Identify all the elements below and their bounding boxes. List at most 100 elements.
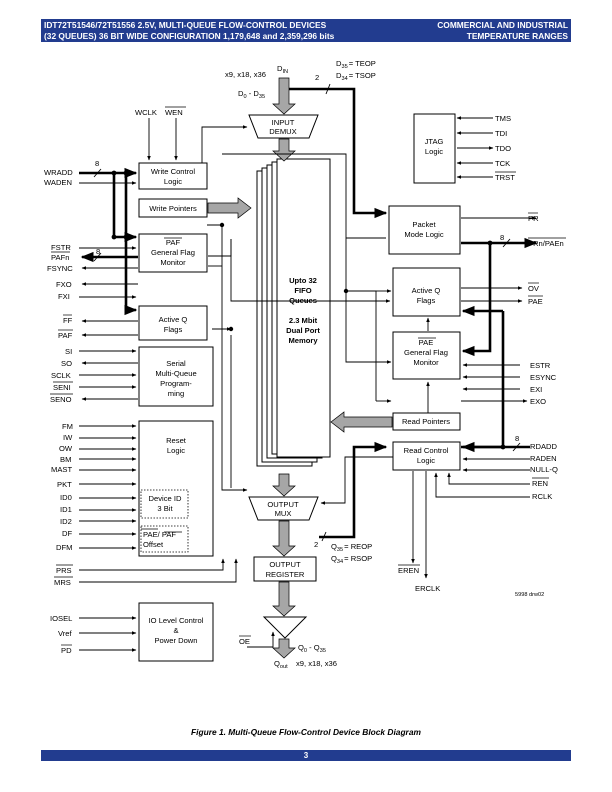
write-pointers-block: [138, 198, 208, 218]
fifo-memory-block: [276, 158, 331, 458]
output-register-label-2: REGISTER: [266, 570, 305, 579]
general-flag-monitor-left-block: [138, 233, 208, 273]
offset-label-1: PAE/ PAF: [143, 530, 176, 539]
jtag-logic-block: [413, 113, 456, 184]
fstr-label: FSTR: [51, 243, 71, 252]
header-bar: IDT72T51546/72T51556 2.5V, MULTI-QUEUE F…: [41, 19, 571, 42]
wen-label: WEN: [165, 108, 183, 117]
exo-label: EXO: [530, 397, 546, 406]
write-control-label-2: Logic: [164, 177, 182, 186]
sclk-label: SCLK: [51, 371, 71, 380]
read-pointer-bus-arrow: [330, 411, 393, 433]
header-line-1: IDT72T51546/72T51556 2.5V, MULTI-QUEUE F…: [44, 20, 327, 30]
tdo-label: TDO: [495, 144, 511, 153]
wradd-activeq-bus: [124, 173, 138, 316]
bm-label: BM: [60, 455, 71, 464]
qrange-label: Q0 - Q35: [298, 643, 326, 654]
din-widths-label: x9, x18, x36: [225, 70, 266, 79]
id1-label: ID1: [60, 505, 72, 514]
reop-bus: [319, 441, 388, 539]
active-q-flags-right-block: [392, 267, 461, 317]
figure-ref: 5998 drw02: [515, 592, 544, 598]
seno-label: SENO: [50, 395, 72, 404]
pafn-label: PAFn: [51, 253, 69, 262]
mux-out-bus-arrow: [272, 520, 296, 557]
wclk-label: WCLK: [135, 108, 157, 117]
mast-label: MAST: [51, 465, 72, 474]
fifo-label-3: Queues: [289, 296, 317, 305]
header-title: IDT72T51546/72T51556 2.5V, MULTI-QUEUE F…: [44, 20, 334, 42]
eight-left-label: 8: [95, 159, 99, 168]
active-q-right-label-1: Active Q: [412, 286, 441, 295]
serial-programming-block: [138, 346, 214, 407]
pkt-label: PKT: [57, 480, 72, 489]
device-id-label-1: Device ID: [149, 494, 182, 503]
serial-label-4: ming: [168, 389, 184, 398]
read-control-label-1: Read Control: [404, 446, 449, 455]
reset-label-1: Reset: [166, 436, 187, 445]
read-control-label-2: Logic: [417, 456, 435, 465]
din-label: DIN: [277, 64, 288, 75]
eren-label: EREN: [398, 566, 419, 575]
header-range-line-1: COMMERCIAL AND INDUSTRIAL: [437, 20, 568, 30]
gfm-right-label-3: Monitor: [413, 358, 439, 367]
qout-bus-arrow: [272, 638, 296, 659]
prs-label: PRS: [56, 566, 72, 575]
vref-label: Vref: [58, 629, 73, 638]
output-mux-label-2: MUX: [275, 509, 292, 518]
register-bus-arrow: [272, 581, 296, 617]
offset-label-2: Offset: [143, 540, 164, 549]
din-flag-bus: [289, 87, 388, 219]
device-id-label-2: 3 Bit: [157, 504, 173, 513]
output-mux-block: [248, 496, 319, 521]
pae-label: PAE: [528, 297, 543, 306]
din-range-label: D0 - D35: [238, 89, 265, 100]
serial-label-1: Serial: [166, 359, 186, 368]
fifo-memory-stack: [256, 158, 331, 467]
tdi-label: TDI: [495, 129, 507, 138]
qout-widths-label: x9, x18, x36: [296, 659, 337, 668]
read-pointers-label: Read Pointers: [402, 417, 450, 426]
write-control-block: [138, 162, 208, 190]
gfm-right-label-1: PAE: [419, 338, 434, 347]
pd-label: PD: [61, 646, 72, 655]
active-q-left-label-1: Active Q: [159, 315, 188, 324]
id0-label: ID0: [60, 493, 72, 502]
rdadd-label: RDADD: [530, 442, 558, 451]
so-label: SO: [61, 359, 72, 368]
fxo-label: FXO: [56, 280, 72, 289]
reset-logic-block: [138, 420, 214, 557]
write-pointer-bus-arrow: [207, 197, 252, 219]
rsop-label: Q34= RSOP: [331, 554, 372, 565]
tck-label: TCK: [495, 159, 510, 168]
estr-label: ESTR: [530, 361, 551, 370]
fifo-label-6: Dual Port: [286, 326, 320, 335]
ow-label: OW: [59, 444, 73, 453]
offset-block: [140, 525, 189, 553]
footer-bar: 3: [41, 750, 571, 761]
active-q-flags-left-block: [138, 305, 208, 341]
read-pointers-block: [392, 412, 461, 431]
tsop-label: D34= TSOP: [336, 71, 376, 82]
demux-bus-arrow: [272, 138, 296, 162]
ren-label: REN: [532, 479, 548, 488]
erclk-label: ERCLK: [415, 584, 440, 593]
tms-label: TMS: [495, 114, 511, 123]
fm-label: FM: [62, 422, 73, 431]
io-level-label-3: Power Down: [154, 636, 197, 645]
active-q-left-label-2: Flags: [164, 325, 183, 334]
input-demux-label-2: DEMUX: [269, 127, 296, 136]
fifo-label-1: Upto 32: [289, 276, 317, 285]
waden-label: WADEN: [44, 178, 72, 187]
input-demux-block: [248, 114, 319, 139]
packet-label-2: Mode Logic: [404, 230, 443, 239]
mrs-label: MRS: [54, 578, 71, 587]
gfm-left-label-1: PAF: [166, 238, 181, 247]
dfm-label: DFM: [56, 543, 72, 552]
rclk-label: RCLK: [532, 492, 552, 501]
iosel-label: IOSEL: [50, 614, 72, 623]
reset-label-2: Logic: [167, 446, 185, 455]
output-register-label-1: OUTPUT: [269, 560, 301, 569]
iw-label: IW: [63, 433, 73, 442]
df-label: DF: [62, 529, 72, 538]
